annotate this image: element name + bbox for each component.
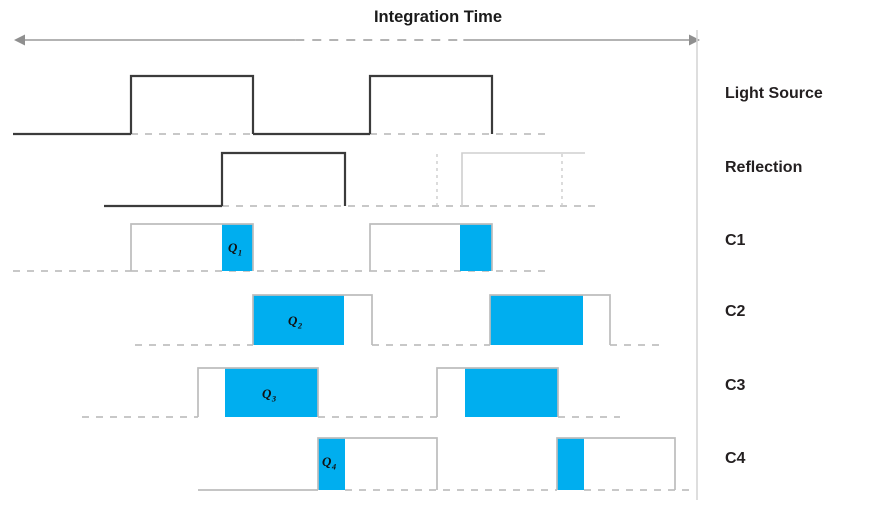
waveform-row-light-source (13, 74, 545, 136)
row-label-c1: C1 (725, 232, 746, 249)
pulse-c4-0 (317, 437, 438, 490)
pulse-reflection-0 (220, 151, 347, 206)
charge-fill-c2-1 (490, 295, 583, 345)
charge-fill-c4-1 (557, 438, 584, 490)
charge-fill-c1-1 (460, 224, 492, 271)
ghost-pulse-reflection-0 (461, 152, 585, 206)
charge-subscript-c4: 4 (331, 462, 336, 472)
row-label-light-source: Light Source (725, 85, 823, 102)
pulse-c1-1 (369, 223, 493, 271)
waveform-row-c1: Q1 (13, 223, 545, 272)
pulse-light-source-1 (368, 74, 494, 134)
charge-subscript-c2: 2 (297, 321, 303, 331)
row-label-c2: C2 (725, 303, 746, 320)
waveform-row-reflection (104, 151, 600, 208)
pulse-c1-0 (130, 223, 254, 271)
charge-fill-c3-0 (225, 368, 318, 417)
row-label-c3: C3 (725, 377, 746, 394)
row-label-reflection: Reflection (725, 159, 802, 176)
charge-fill-c1-0 (222, 224, 253, 271)
pulse-c2-0 (252, 294, 373, 345)
diagram-title: Integration Time (374, 8, 502, 26)
row-label-c4: C4 (725, 450, 746, 467)
pulse-c4-1 (556, 437, 676, 490)
pulse-light-source-0 (129, 74, 255, 134)
pulse-c3-1 (436, 367, 559, 417)
pulse-c2-1 (489, 294, 611, 345)
charge-subscript-c1: 1 (238, 248, 242, 258)
charge-fill-c2-0 (253, 295, 344, 345)
pulse-c3-0 (197, 367, 319, 417)
waveform-row-c4: Q4 (198, 437, 690, 491)
waveform-row-c2: Q2 (135, 294, 660, 346)
waveform-row-c3: Q3 (82, 367, 620, 418)
charge-fill-c4-0 (318, 438, 345, 490)
charge-subscript-c3: 3 (271, 394, 277, 404)
axis-arrowhead-right (689, 34, 700, 46)
charge-fill-c3-1 (465, 368, 558, 417)
integration-time-axis (14, 34, 700, 46)
axis-arrowhead-left (14, 34, 25, 46)
